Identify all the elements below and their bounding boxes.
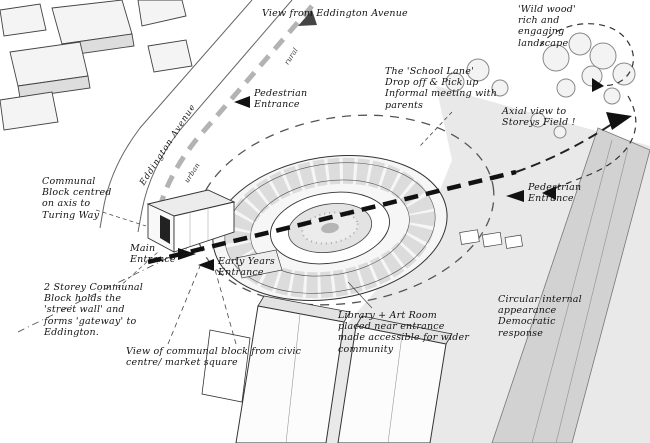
communal-block xyxy=(146,189,236,253)
label-wild-wood: 'Wild wood' rich and engaging landscape xyxy=(518,4,576,49)
right-road xyxy=(491,127,650,443)
label-pedestrian-entrance-top: Pedestrian Entrance xyxy=(254,88,308,111)
axial-sightline-bold xyxy=(147,169,517,265)
pedestrian-top-arrow-icon xyxy=(234,96,250,108)
view-sightline-arrow-icon xyxy=(298,10,317,26)
upper-left-blocks xyxy=(0,0,193,131)
main-entrance-arrow-icon xyxy=(178,248,196,260)
wild-wood-trees xyxy=(445,32,636,139)
label-school-lane-dropoff: The 'School Lane' Drop off & Pick up Inf… xyxy=(385,66,498,111)
early-years-wing xyxy=(235,249,283,279)
axial-arrow-icon xyxy=(606,112,632,130)
label-early-years-entrance: Early Years Entrance xyxy=(218,256,275,279)
wild-wood-arrow-icon xyxy=(592,78,604,92)
label-main-entrance: Main Entrance xyxy=(130,243,176,266)
pedestrian-right-path-arrow-icon xyxy=(542,186,556,200)
label-view-of-communal-block: View of communal block from civic centre… xyxy=(126,346,302,369)
pedestrian-right-arrow-icon xyxy=(506,190,524,202)
early-years-arrow-icon xyxy=(198,259,214,271)
sightlines xyxy=(17,111,453,345)
label-two-storey-block: 2 Storey Communal Block holds the 'stree… xyxy=(44,282,144,338)
axial-sightline-curve xyxy=(515,119,619,173)
label-view-from-eddington-avenue: View from Eddington Avenue xyxy=(262,8,408,19)
label-axial-view: Axial view to Storeys Field ! xyxy=(502,106,576,129)
label-pedestrian-entrance-right: Pedestrian Entrance xyxy=(528,182,582,205)
label-library-art-room: Library + Art Room placed near entrance … xyxy=(338,310,470,355)
dropoff-boxes xyxy=(459,229,523,249)
bottom-blocks xyxy=(201,295,453,443)
label-circular-internal: Circular internal appearance Democratic … xyxy=(498,294,582,339)
wild-wood-path-dashed xyxy=(539,23,637,193)
label-communal-block-axis: Communal Block centred on axis to Turing… xyxy=(42,176,112,221)
eddington-avenue-road xyxy=(99,0,293,233)
